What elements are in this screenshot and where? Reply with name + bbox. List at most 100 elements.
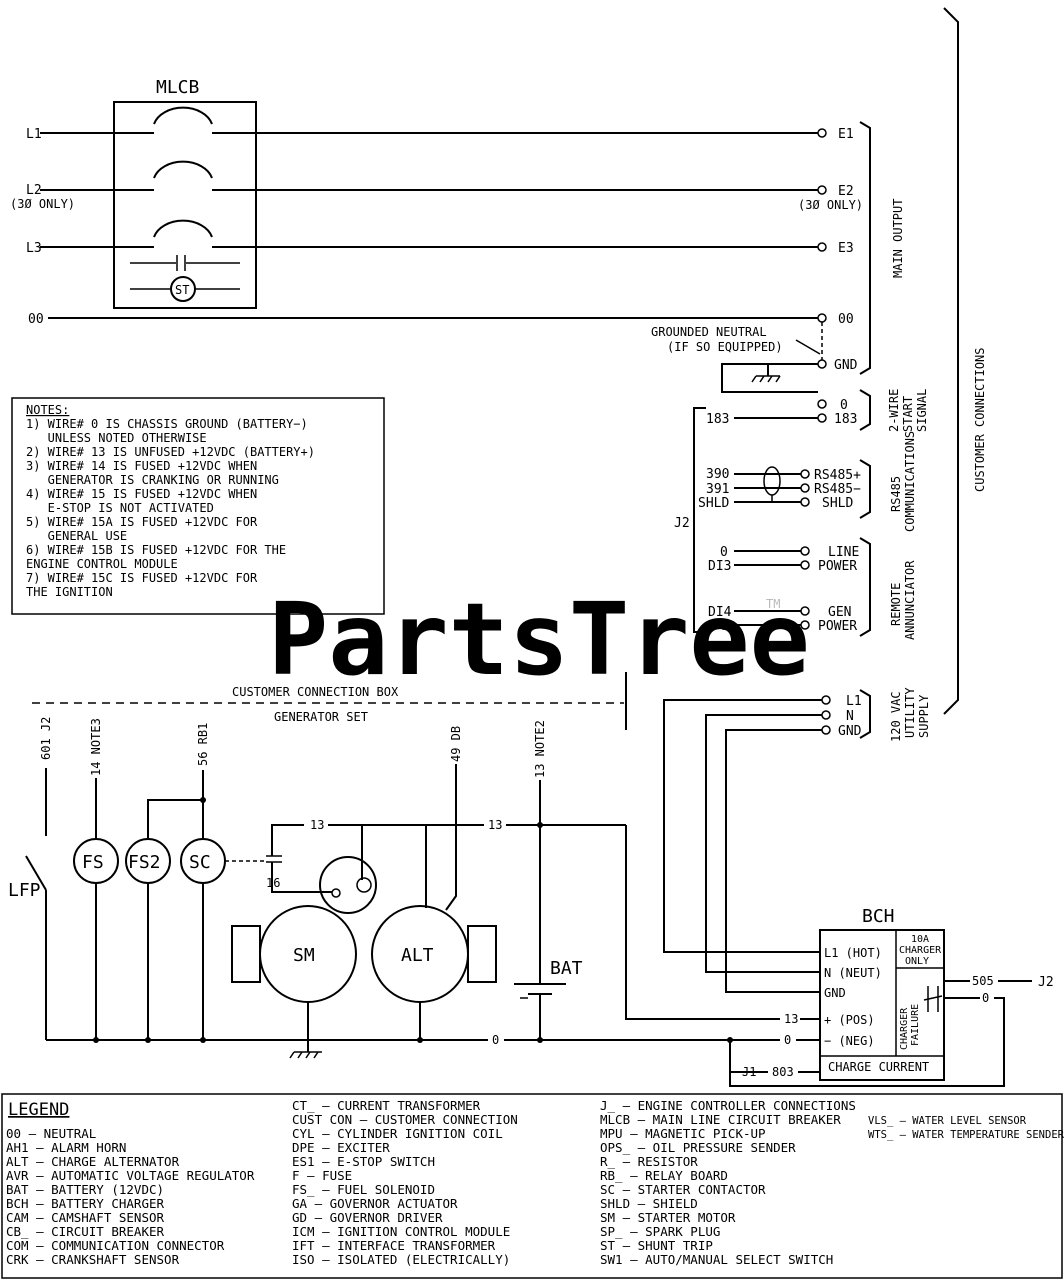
legend-item: ISO — ISOLATED (ELECTRICALLY) <box>292 1252 510 1267</box>
e2-label: E2 <box>838 184 854 199</box>
legend-item: GA — GOVERNOR ACTUATOR <box>292 1196 458 1211</box>
rs485-label-2: COMMUNICATIONS <box>903 431 917 532</box>
bch-title: BCH <box>862 906 895 927</box>
start-signal-label-2: START <box>901 396 915 432</box>
legend-col4: VLS_ — WATER LEVEL SENSOR WTS_ — WATER T… <box>868 1115 1064 1141</box>
genset-wiring: 601 J2 LFP 14 NOTE3 FS FS2 56 RB1 SC 16 … <box>8 717 820 1079</box>
legend-item: ST — SHUNT TRIP <box>600 1238 713 1253</box>
util-n: N <box>846 709 854 724</box>
neutral-left-label: 00 <box>28 312 44 327</box>
wire-13a: 13 <box>310 818 324 832</box>
util-l1: L1 <box>846 694 862 709</box>
watermark-tm: TM <box>766 597 780 611</box>
wire-0c: 0 <box>982 991 989 1005</box>
three-phase-right: (3Ø ONLY) <box>798 198 863 212</box>
ann-w0a: 0 <box>720 545 728 560</box>
ann-label-1: REMOTE <box>889 583 903 626</box>
bch-row-n: N (NEUT) <box>824 966 882 980</box>
legend-item: ALT — CHARGE ALTERNATOR <box>6 1154 180 1169</box>
ann-label-2: ANNUNCIATOR <box>903 560 917 640</box>
wire-16: 16 <box>266 876 280 890</box>
wire-13-note2: 13 NOTE2 <box>533 720 547 778</box>
wire-14: 14 NOTE3 <box>89 718 103 776</box>
legend-item: OPS_ — OIL PRESSURE SENDER <box>600 1140 796 1155</box>
alt-label: ALT <box>401 945 434 966</box>
ann-power-b: POWER <box>818 619 857 634</box>
remote-annunciator: 0 LINE DI3 POWER DI4 GEN 0 POWER REMOTE … <box>708 537 917 640</box>
bch-amp-1: 10A <box>911 934 929 945</box>
legend-item: ICM — IGNITION CONTROL MODULE <box>292 1224 510 1239</box>
legend-item: BAT — BATTERY (12VDC) <box>6 1182 164 1197</box>
legend-item: SM — STARTER MOTOR <box>600 1210 736 1225</box>
note-line-3: 2) WIRE# 13 IS UNFUSED +12VDC (BATTERY+) <box>26 445 315 459</box>
bch-row-gnd: GND <box>824 986 846 1000</box>
legend-item: CB_ — CIRCUIT BREAKER <box>6 1224 165 1239</box>
note-line-10: 6) WIRE# 15B IS FUSED +12VDC FOR THE <box>26 543 286 557</box>
three-phase-left: (3Ø ONLY) <box>10 197 75 211</box>
bch-charge-current: CHARGE CURRENT <box>828 1060 929 1074</box>
wire-505: 505 <box>972 974 994 988</box>
legend-item: RB_ — RELAY BOARD <box>600 1168 728 1183</box>
mlcb-breaker: MLCB ST <box>113 77 257 309</box>
wire-0b: 0 <box>784 1033 791 1047</box>
legend-item: CYL — CYLINDER IGNITION COIL <box>292 1126 503 1141</box>
util-label-2: UTILITY <box>903 687 917 738</box>
w0-right: 0 <box>840 398 848 413</box>
st-label: ST <box>175 283 189 297</box>
w390: 390 <box>706 467 729 482</box>
note-line-12: 7) WIRE# 15C IS FUSED +12VDC FOR <box>26 571 258 585</box>
util-label-3: SUPPLY <box>917 694 931 738</box>
bch-row-l1: L1 (HOT) <box>824 946 882 960</box>
legend-item: 00 — NEUTRAL <box>6 1126 96 1141</box>
e3-label: E3 <box>838 241 854 256</box>
note-line-7: E-STOP IS NOT ACTIVATED <box>26 501 214 515</box>
legend-item: R_ — RESISTOR <box>600 1154 698 1169</box>
customer-connections-label: CUSTOMER CONNECTIONS <box>973 348 987 493</box>
legend-item: CAM — CAMSHAFT SENSOR <box>6 1210 165 1225</box>
mlcb-title: MLCB <box>156 77 199 98</box>
legend-item: AVR — AUTOMATIC VOLTAGE REGULATOR <box>6 1168 255 1183</box>
grounded-neutral-line2: (IF SO EQUIPPED) <box>667 340 783 354</box>
l3-label: L3 <box>26 241 42 256</box>
start-signal-label-3: SIGNAL <box>915 389 929 432</box>
grounded-neutral: GROUNDED NEUTRAL (IF SO EQUIPPED) GND <box>651 322 858 393</box>
legend: LEGEND 00 — NEUTRAL AH1 — ALARM HORN ALT… <box>1 1093 1064 1279</box>
legend-col3: J_ — ENGINE CONTROLLER CONNECTIONS MLCB … <box>600 1098 856 1267</box>
w183-right: 183 <box>834 412 857 427</box>
wire-0a: 0 <box>492 1033 499 1047</box>
st-coil <box>170 276 196 302</box>
fs-label: FS <box>82 852 104 873</box>
wire-49: 49 DB <box>449 726 463 762</box>
legend-col2: CT_ — CURRENT TRANSFORMER CUST CON — CUS… <box>292 1098 518 1267</box>
wire-j1: J1 <box>742 1065 756 1079</box>
rs485-minus: RS485− <box>814 482 861 497</box>
utility-supply: L1 N GND 120 VAC UTILITY SUPPLY <box>663 687 931 993</box>
main-output-lines: L1 E1 L2 (3Ø ONLY) E2 (3Ø ONLY) L3 E3 00… <box>10 121 905 375</box>
legend-item: DPE — EXCITER <box>292 1140 390 1155</box>
boundary: CUSTOMER CONNECTION BOX GENERATOR SET <box>32 672 627 730</box>
w391: 391 <box>706 482 729 497</box>
lfp-label: LFP <box>8 880 41 901</box>
legend-item: SC — STARTER CONTACTOR <box>600 1182 766 1197</box>
legend-item: SHLD — SHIELD <box>600 1196 698 1211</box>
wire-803: 803 <box>772 1065 794 1079</box>
note-line-6: 4) WIRE# 15 IS FUSED +12VDC WHEN <box>26 487 257 501</box>
shld-right: SHLD <box>822 496 853 511</box>
sc-label: SC <box>189 852 211 873</box>
j2-right-label: J2 <box>1038 975 1054 990</box>
wire-13b: 13 <box>488 818 502 832</box>
note-line-2: UNLESS NOTED OTHERWISE <box>26 431 207 445</box>
note-line-11: ENGINE CONTROL MODULE <box>26 557 178 571</box>
legend-item: FS_ — FUEL SOLENOID <box>292 1182 435 1197</box>
solenoid-cap <box>319 856 377 914</box>
ccb-label: CUSTOMER CONNECTION BOX <box>232 685 399 699</box>
l1-label: L1 <box>26 127 42 142</box>
legend-item: WTS_ — WATER TEMPERATURE SENDER <box>868 1129 1064 1141</box>
gnd-label: GND <box>834 358 858 373</box>
ann-line: LINE <box>828 545 859 560</box>
grounded-neutral-line1: GROUNDED NEUTRAL <box>651 325 767 339</box>
legend-item: CRK — CRANKSHAFT SENSOR <box>6 1252 180 1267</box>
start-signal-label-1: 2-WIRE <box>887 389 901 432</box>
ann-di3: DI3 <box>708 559 731 574</box>
